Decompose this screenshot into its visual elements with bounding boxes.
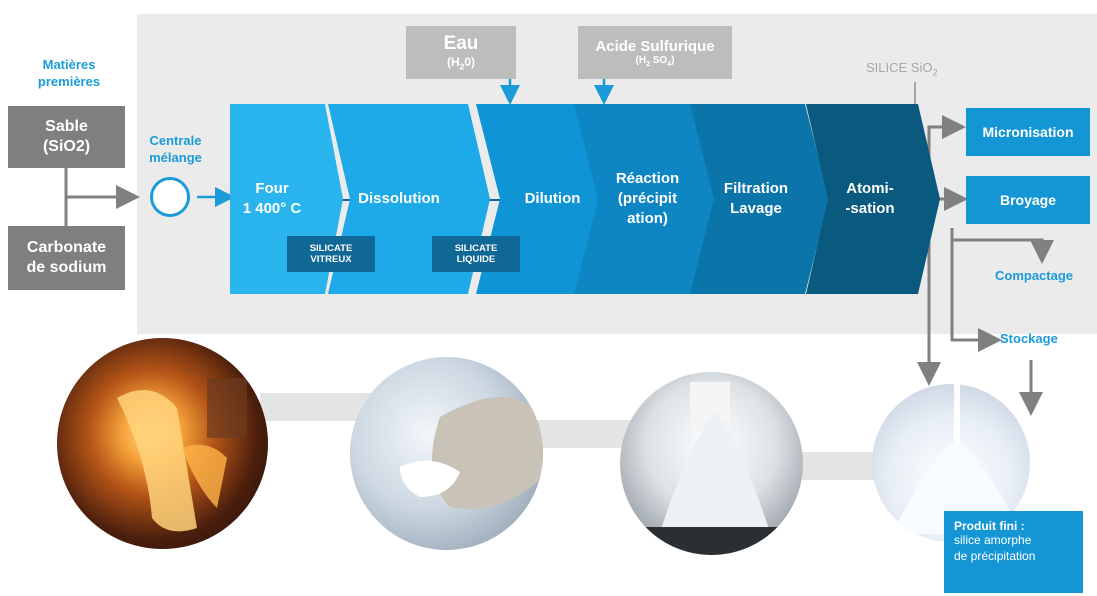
stage-chevron-5: [806, 104, 940, 294]
molten-glass-image: [117, 378, 247, 532]
raw-materials-title: Matières premières: [37, 57, 101, 89]
stage-label-2: Dilution: [524, 189, 581, 207]
furnace-photo: [57, 338, 268, 549]
compactage-label: Compactage: [995, 268, 1074, 283]
stage-chevron-4: [690, 104, 829, 294]
water-formula: (H20): [446, 55, 475, 72]
broyage-box: Broyage: [966, 176, 1090, 224]
drying-photo: [620, 372, 803, 555]
silica-label: SILICE SiO2: [866, 60, 938, 78]
silica-powder-image: [892, 384, 1022, 534]
gloved-hand-image: [400, 357, 543, 509]
mixer-label: Centrale mélange: [149, 133, 202, 165]
stage-label-3: Réaction (précipit ation): [615, 169, 680, 228]
silicate-liquide-tag: SILICATE LIQUIDE: [432, 236, 520, 272]
stage-label-1: Dissolution: [358, 189, 440, 207]
raw-material-connector: [64, 168, 140, 226]
micronisation-box: Micronisation: [966, 108, 1090, 156]
final-product-description: silice amorphe de précipitation: [954, 533, 1036, 563]
sand-box: Sable (SiO2): [8, 106, 125, 168]
stage-label-4: Filtration Lavage: [723, 179, 789, 217]
carbonate-box: Carbonate de sodium: [8, 226, 125, 290]
silicate-vitreux-tag: SILICATE VITREUX: [287, 236, 375, 272]
water-name: Eau: [443, 33, 479, 55]
glove-photo: [350, 357, 543, 550]
water-input: Eau (H20): [406, 26, 516, 79]
acid-name: Acide Sulfurique: [595, 37, 715, 55]
final-product-box: Produit fini : silice amorphe de précipi…: [944, 511, 1083, 593]
mixer-circle: [150, 177, 190, 217]
stage-label-5: Atomi- -sation: [845, 179, 895, 217]
final-product-title: Produit fini :: [954, 519, 1025, 533]
stage-label-0: Four 1 400° C: [242, 179, 302, 217]
acid-formula: (H2 SO4): [635, 54, 675, 68]
acid-input: Acide Sulfurique (H2 SO4): [578, 26, 732, 79]
stockage-label: Stockage: [1000, 331, 1058, 346]
stage-chevron-3: [574, 104, 723, 294]
silica-pellets-image: [620, 382, 803, 555]
